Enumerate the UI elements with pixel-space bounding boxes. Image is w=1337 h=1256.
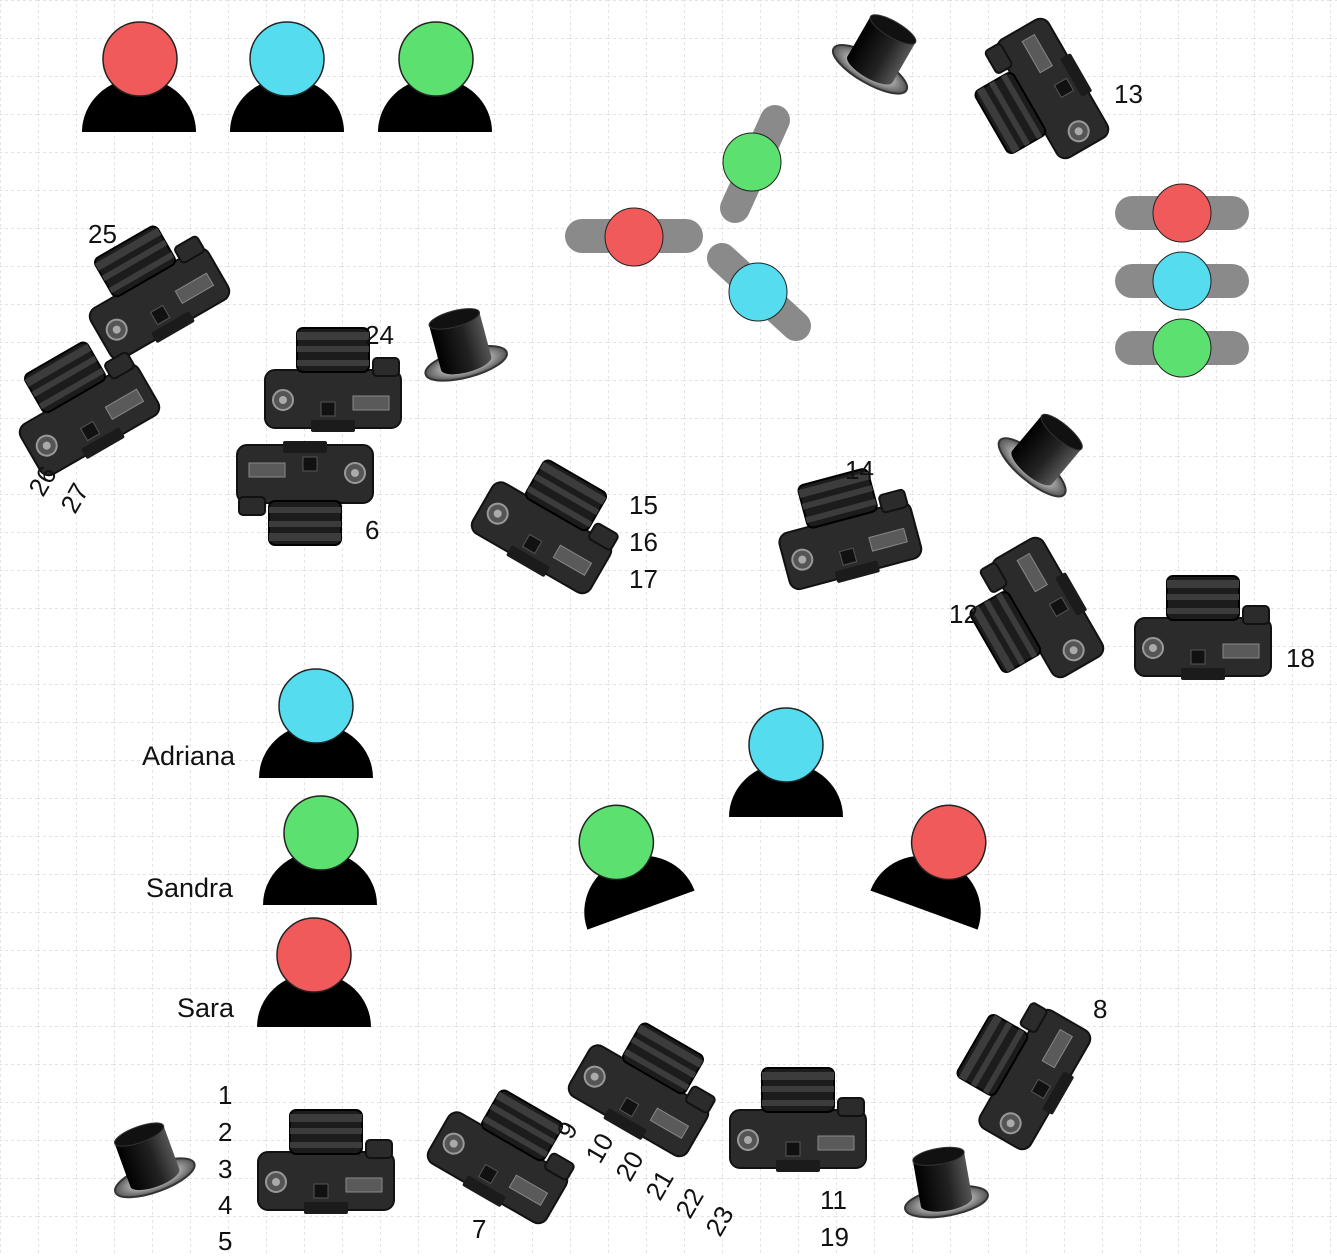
- camera-number: 25: [88, 221, 117, 247]
- camera-number: 11: [820, 1187, 847, 1213]
- person-name-sara: Sara: [177, 995, 234, 1022]
- camera-number: 17: [629, 566, 658, 592]
- camera-number: 13: [1114, 81, 1143, 107]
- camera-number: 16: [629, 529, 658, 555]
- camera-number: 8: [1093, 996, 1107, 1022]
- camera-number: 4: [218, 1192, 232, 1218]
- camera-number: 12: [949, 601, 978, 627]
- camera-number: 15: [629, 492, 658, 518]
- camera-number: 24: [365, 322, 394, 348]
- camera-number: 6: [365, 517, 379, 543]
- person-name-adriana: Adriana: [142, 743, 235, 770]
- camera-number: 19: [820, 1224, 849, 1250]
- camera-number: 5: [218, 1228, 232, 1254]
- person-name-sandra: Sandra: [146, 875, 233, 902]
- camera-number: 7: [472, 1216, 486, 1242]
- camera-number: 2: [218, 1119, 232, 1145]
- camera-number: 18: [1286, 645, 1315, 671]
- camera-number: 3: [218, 1156, 232, 1182]
- camera-number: 14: [845, 457, 874, 483]
- camera-number: 1: [218, 1082, 232, 1108]
